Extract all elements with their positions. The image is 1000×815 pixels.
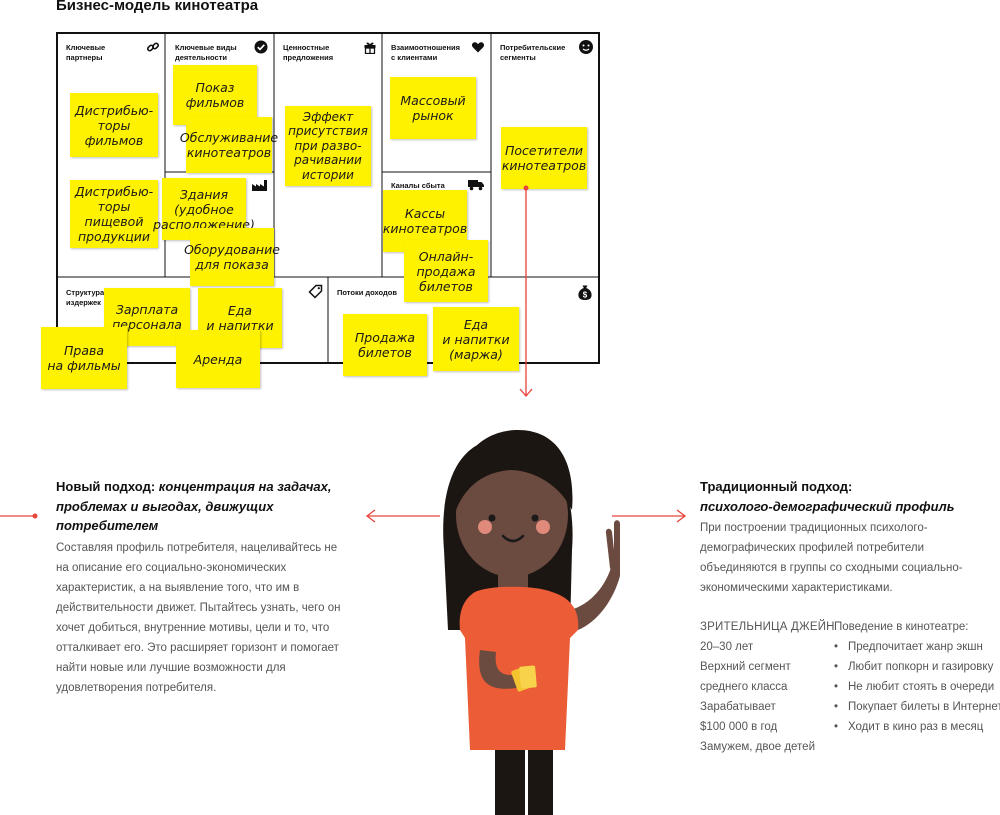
segment-arrowhead <box>519 388 533 397</box>
sticky-note-film-rights: Права на фильмы <box>41 327 127 389</box>
behavior-item: Предпочитает жанр экшн <box>834 637 1000 657</box>
checkmark-icon <box>254 40 268 54</box>
sticky-note-cinema-service: Обслуживание кинотеатров <box>180 117 278 173</box>
traditional-approach-text: При построении традиционных психолого-де… <box>700 522 963 594</box>
behavior-item: Любит попкорн и газировку <box>834 657 1000 677</box>
svg-text:$: $ <box>583 290 588 299</box>
business-model-canvas: Ключевые партнеры Ключевые виды деятельн… <box>56 32 600 364</box>
heart-icon <box>471 42 485 53</box>
page-title: Бизнес-модель кинотеатра <box>56 0 259 14</box>
money-bag-icon: $ <box>578 285 592 300</box>
profile-line: 20–30 лет <box>700 641 754 653</box>
sticky-note-online-tickets: Онлайн- продажа билетов <box>404 240 488 302</box>
behavior-item: Покупает билеты в Интернете <box>834 697 1000 717</box>
link-icon <box>146 42 160 52</box>
gift-icon <box>364 42 376 54</box>
cell-label-revenue: Потоки доходов <box>337 288 397 297</box>
profile-line: Зарабатывает <box>700 701 776 713</box>
sticky-note-food-margin: Еда и напитки (маржа) <box>433 307 519 371</box>
sticky-note-ticket-sales: Продажа билетов <box>343 314 427 376</box>
new-approach-heading: Новый подход: концентрация на задачах, п… <box>56 477 346 536</box>
hair-bangs <box>455 430 573 510</box>
sticky-note-visitors: Посетители кинотеатров <box>501 127 587 189</box>
factory-icon <box>252 180 267 191</box>
traditional-approach-heading-plain: Традиционный подход: <box>700 479 853 494</box>
sticky-note-distributors-food: Дистрибью- торы пищевой продукции <box>70 180 158 248</box>
left-arrowhead <box>365 509 376 523</box>
cell-label-partners: Ключевые партнеры <box>66 43 106 63</box>
shirt <box>459 586 579 750</box>
right-leg <box>528 750 553 815</box>
sticky-note-presence-effect: Эффект присутствия при разво- рачивании … <box>285 106 371 186</box>
left-leg <box>495 750 525 815</box>
cell-label-segments: Потребительские сегменты <box>500 43 566 63</box>
smiley-icon <box>579 40 593 54</box>
cell-label-value: Ценностные предложения <box>283 43 334 63</box>
sticky-note-distributors-film: Дистрибью- торы фильмов <box>70 93 158 157</box>
profile-line: Верхний сегмент <box>700 661 791 673</box>
cheek <box>536 520 550 534</box>
traditional-approach-heading-italic: психолого-демографический профиль <box>700 498 955 514</box>
profile-line: $100 000 в год <box>700 721 778 733</box>
traditional-approach-heading: Традиционный подход: психолого-демографи… <box>700 477 980 516</box>
waving-hand <box>605 520 620 578</box>
sticky-note-mass-market: Массовый рынок <box>390 77 476 139</box>
sticky-note-equipment: Оборудование для показа <box>184 228 280 286</box>
new-approach-heading-plain: Новый подход: <box>56 479 156 494</box>
behavior-item: Ходит в кино раз в месяц <box>834 717 1000 737</box>
cell-label-relationships: Взаимоотношения с клиентами <box>391 43 460 63</box>
behavior-title: Поведение в кинотеатре: <box>834 621 969 633</box>
connector-dot-left <box>32 513 38 519</box>
persona-illustration <box>443 430 620 815</box>
new-approach-heading-italic: концентрация на задачах, проблемах и выг… <box>56 479 332 533</box>
profile-title: ЗРИТЕЛЬНИЦА ДЖЕЙН <box>700 621 835 633</box>
profile-line: Замужем, двое детей <box>700 741 815 753</box>
behavior-item: Не любит стоять в очереди <box>834 677 1000 697</box>
right-arrowhead <box>676 509 687 523</box>
cell-label-costs: Структура издержек <box>66 288 105 308</box>
sticky-note-rent: Аренда <box>176 330 260 388</box>
face <box>456 453 568 577</box>
cheek <box>478 520 492 534</box>
behavior-list: Предпочитает жанр экшн Любит попкорн и г… <box>834 637 1000 737</box>
new-approach-text: Составляя профиль потребителя, нацеливай… <box>56 542 341 694</box>
truck-icon <box>468 180 484 191</box>
tag-icon <box>308 284 323 299</box>
cell-label-activities: Ключевые виды деятельности <box>175 43 237 63</box>
sticky-note-film-screening: Показ фильмов <box>173 65 257 125</box>
profile-line: среднего класса <box>700 681 788 693</box>
cell-label-channels: Каналы сбыта <box>391 181 445 190</box>
raised-arm <box>570 560 620 630</box>
